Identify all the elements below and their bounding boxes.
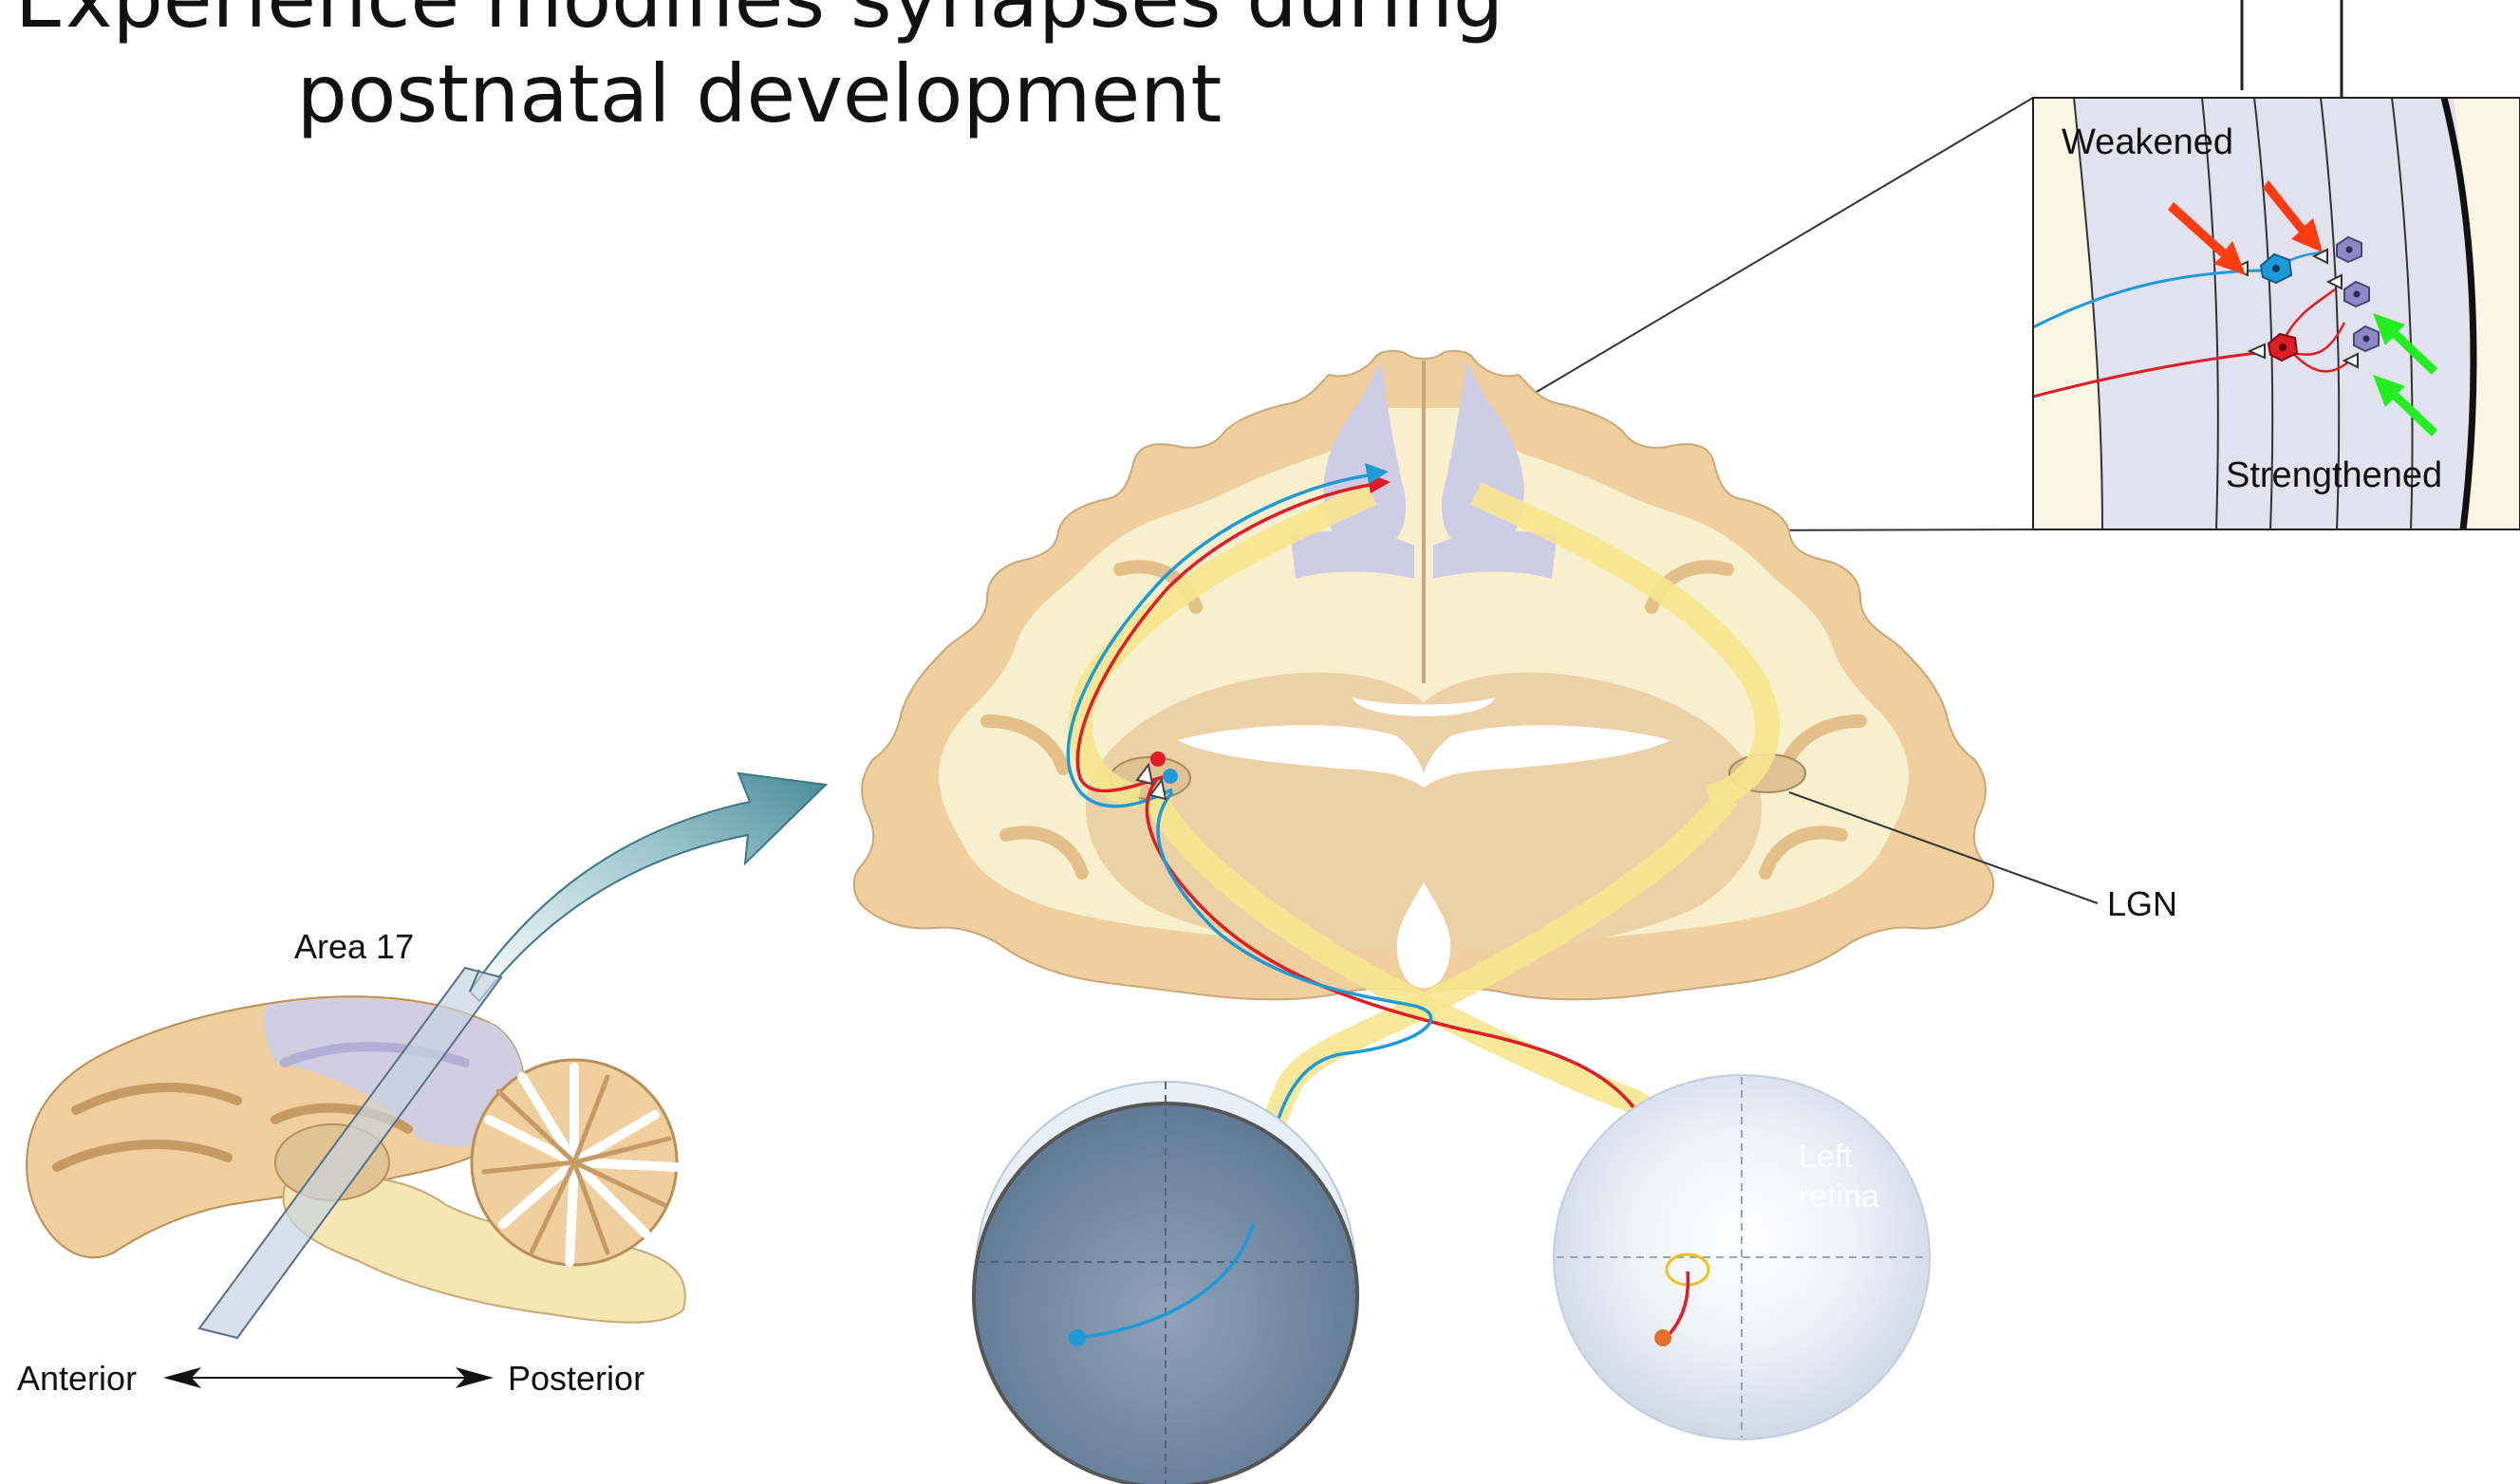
sagittal-cerebellum <box>472 1060 677 1265</box>
title-line-2: postnatal development <box>297 47 1223 140</box>
left-retina-label-line2: retina <box>1799 1178 1879 1215</box>
zoom-line-top <box>1465 98 2033 435</box>
weakened-label: Weakened <box>2062 122 2233 162</box>
section-arrow <box>470 773 826 1001</box>
lgn-blue-neuron <box>1163 769 1178 784</box>
right-eye-retina <box>974 1082 1357 1484</box>
right-retina-disc <box>974 1104 1357 1484</box>
strengthened-label: Strengthened <box>2226 455 2442 495</box>
left-eye-retina: Left retina <box>1554 1075 1930 1439</box>
lgn-red-neuron <box>1150 751 1166 767</box>
left-retina-red-cell <box>1654 1329 1671 1346</box>
lgn-label: LGN <box>2107 884 2177 923</box>
sagittal-brain: Area 17 Anterior Posterior <box>17 927 685 1398</box>
area-17-label: Area 17 <box>294 927 414 966</box>
right-retina-blue-cell <box>1069 1329 1086 1346</box>
anterior-label: Anterior <box>17 1359 137 1398</box>
left-retina-label-line1: Left <box>1799 1139 1853 1175</box>
posterior-label: Posterior <box>508 1359 644 1398</box>
title-line-1: Experience modifies synapses during <box>15 0 1503 46</box>
